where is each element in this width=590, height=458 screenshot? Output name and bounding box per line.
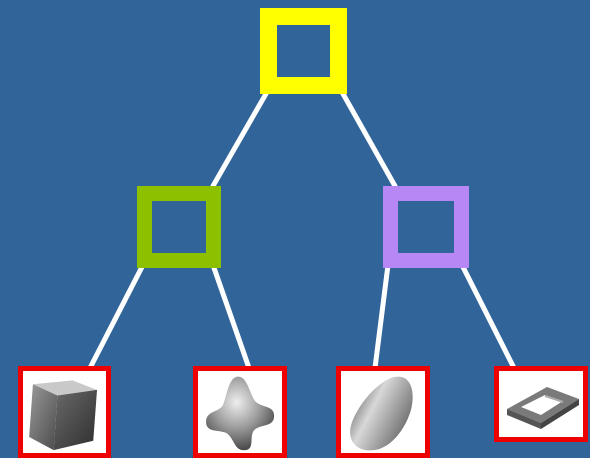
leaf-frame — [494, 366, 588, 442]
root-node — [260, 8, 347, 94]
edge-right-leaf4 — [459, 262, 517, 371]
edge-right-leaf3 — [372, 262, 391, 371]
hollow-frame-icon — [507, 387, 579, 429]
leaf-wedge — [336, 366, 430, 458]
edge-left-leaf2 — [210, 262, 252, 371]
left-child-node — [137, 186, 221, 268]
right-child-node — [383, 186, 469, 268]
cube-icon — [29, 380, 98, 451]
edge-left-leaf1 — [87, 262, 146, 371]
leaf-blob — [193, 366, 287, 458]
rounded-wedge-icon — [350, 376, 413, 451]
edge-root-left — [210, 89, 270, 189]
blob-four-lobed-icon — [206, 376, 275, 451]
leaf-cube — [18, 366, 111, 458]
edge-root-right — [339, 89, 398, 189]
